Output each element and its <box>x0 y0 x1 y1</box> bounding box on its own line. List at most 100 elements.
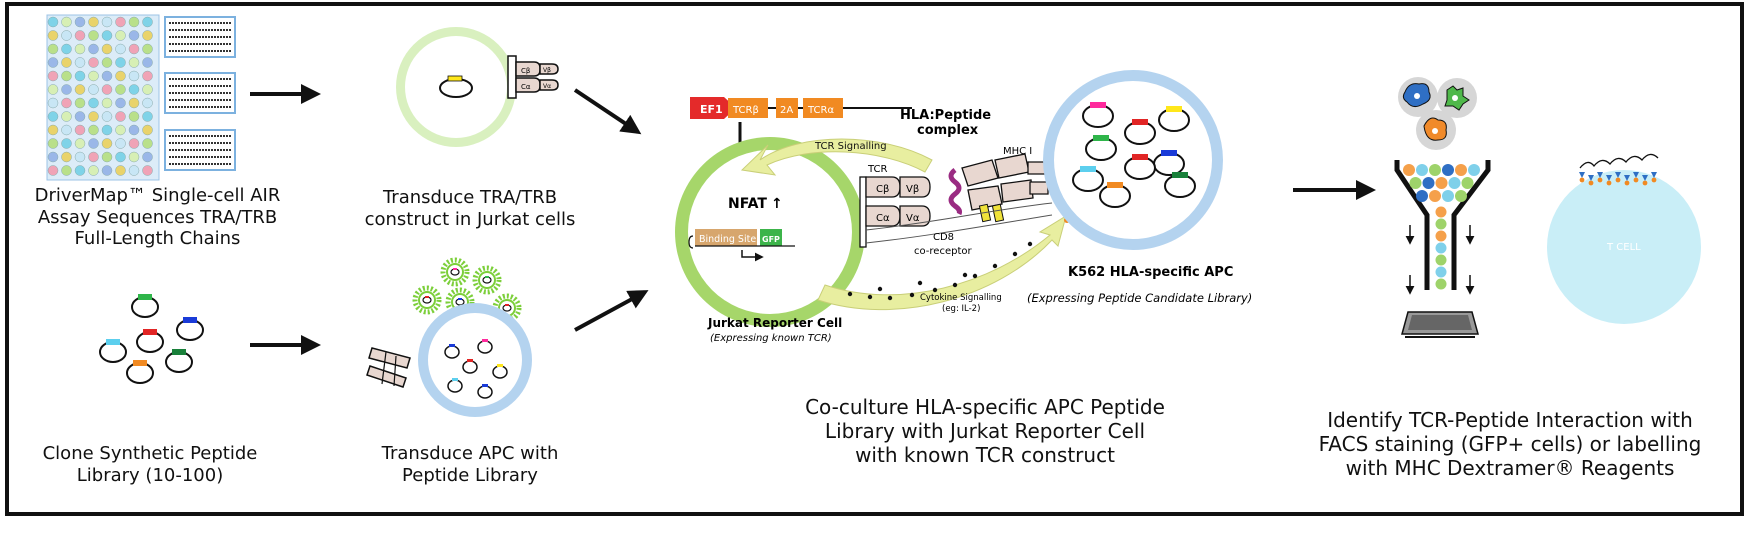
plate-well <box>74 43 86 55</box>
gfp-label: GFP <box>762 235 780 244</box>
plate-well <box>74 84 86 95</box>
plasmid <box>1153 152 1185 176</box>
plasmid-insert <box>1093 135 1109 141</box>
plasmid-insert <box>497 364 503 367</box>
sorted-cell-ball <box>1435 218 1447 230</box>
receptor-label-va: Vα <box>543 83 551 90</box>
caption-coculture-line3: with known TCR construct <box>855 443 1115 467</box>
dextramer-fluor <box>1597 177 1603 183</box>
dextramer-mhc <box>1597 172 1603 178</box>
cytokine-dot <box>867 294 873 300</box>
plate-well <box>74 138 86 149</box>
plate-well <box>101 84 113 95</box>
apc-cell-icon <box>418 303 532 417</box>
dextramer-backbone <box>1579 153 1659 169</box>
plasmid-insert <box>1132 119 1148 125</box>
plasmid <box>1158 108 1190 132</box>
plate-well <box>128 30 140 41</box>
dextramer-mhc <box>1624 175 1630 181</box>
cytokine-dot <box>917 280 923 286</box>
plasmid <box>447 379 463 393</box>
plate-well <box>101 16 113 28</box>
caption-identify-line3: with MHC Dextramer® Reagents <box>1345 456 1675 480</box>
cell-ball <box>1468 164 1480 176</box>
plate-well <box>128 70 140 82</box>
caption-transduce-apc-line1: Transduce APC with <box>381 443 559 464</box>
mhc-complex: HLA:Peptide complex MHC I <box>900 108 1049 223</box>
plate-well <box>115 30 126 41</box>
plate-well <box>61 97 72 109</box>
plate-well <box>74 111 86 122</box>
sorted-cell-ball <box>1435 242 1447 254</box>
well-plate-reader-icon <box>1401 311 1479 338</box>
dextramer-fluor <box>1651 177 1657 183</box>
plate-well <box>47 124 59 136</box>
plate-well <box>142 97 153 109</box>
frame-border <box>5 2 1744 516</box>
plasmid-insert <box>482 339 488 342</box>
plate-well <box>47 165 59 176</box>
plate-well <box>47 111 59 122</box>
plate-well <box>142 16 153 28</box>
plate-well <box>61 84 72 95</box>
plasmid-insert <box>143 329 157 335</box>
cell-ball <box>1409 177 1422 189</box>
receptor-label-cb: Cβ <box>521 67 530 75</box>
plasmid <box>477 340 493 354</box>
jurkat-cell-icon <box>396 27 516 147</box>
plate-well <box>88 70 99 82</box>
plasmid <box>1072 168 1104 192</box>
well-plate-icon <box>46 14 160 181</box>
plate-well <box>142 124 153 136</box>
plasmid-insert <box>183 317 197 323</box>
plate-well <box>128 151 140 163</box>
caption-transduce-jurkat-line1: Transduce TRA/TRB <box>382 187 558 208</box>
plasmid-insert <box>106 339 120 345</box>
plasmid-insert <box>1132 154 1148 160</box>
caption-coculture: Co-culture HLA-specific APC Peptide Libr… <box>770 395 1200 467</box>
plasmid-insert <box>133 360 147 366</box>
tcr-label-ca: Cα <box>876 213 890 224</box>
plasmid-insert <box>138 294 152 300</box>
dextramer-mhc <box>1606 175 1612 181</box>
plate-well <box>47 57 59 68</box>
cytokine-dot <box>887 295 893 301</box>
plate-well <box>101 124 113 136</box>
sorted-cell-ball <box>1435 266 1447 278</box>
plate-well <box>74 30 86 41</box>
tcr-complex: TCR Cβ Vβ Cα Vα <box>859 164 962 248</box>
plate-well <box>142 57 153 68</box>
sorted-cells-icon <box>1398 77 1477 150</box>
virus-insert <box>425 296 429 298</box>
cell-ball <box>1455 164 1467 176</box>
caption-identify-line2: FACS staining (GFP+ cells) or labelling <box>1318 432 1702 456</box>
dextramer-mhc <box>1633 172 1639 178</box>
plate-well <box>88 165 99 176</box>
plasmid-insert <box>1090 102 1106 108</box>
cytokine-label-line1: Cytokine Signalling <box>920 293 1002 303</box>
cytokine-dot <box>952 282 958 288</box>
cell-ball <box>1435 177 1448 189</box>
dextramer-mhc <box>1651 172 1657 178</box>
k562-subtitle: (Expressing Peptide Candidate Library) <box>1027 291 1252 305</box>
plate-well <box>142 151 153 163</box>
sequence-cards-icon <box>164 16 236 171</box>
plasmid-insert <box>1166 106 1182 112</box>
cytokine-dot <box>909 292 915 298</box>
plate-well <box>88 57 99 68</box>
plate-well <box>115 97 126 109</box>
caption-identify: Identify TCR-Peptide Interaction with FA… <box>1285 408 1735 480</box>
plate-well <box>101 30 113 41</box>
virus-insert <box>485 276 489 278</box>
virus-particle <box>412 285 442 315</box>
caption-identify-line1: Identify TCR-Peptide Interaction with <box>1327 408 1693 432</box>
plate-well <box>101 138 113 149</box>
plate-well <box>61 151 72 163</box>
peptide-plasmids-icon <box>99 294 204 384</box>
cytokine-dot <box>962 272 968 278</box>
plate-well <box>101 111 113 122</box>
plate-well <box>142 111 153 122</box>
virus-particle <box>445 287 475 317</box>
plasmid <box>492 365 508 379</box>
plasmid <box>1085 137 1117 161</box>
